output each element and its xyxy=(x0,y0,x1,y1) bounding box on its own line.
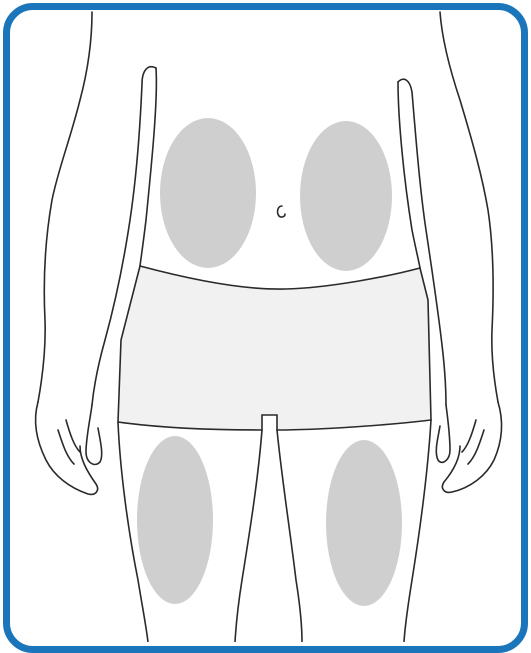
right-leg-outer xyxy=(404,420,431,642)
injection-site-abdomen-right xyxy=(300,121,392,271)
right-hand xyxy=(436,402,501,492)
left-waist-line xyxy=(140,68,156,266)
right-leg-inner xyxy=(277,430,302,642)
left-hand xyxy=(36,402,102,494)
injection-site-thigh-right xyxy=(326,440,402,606)
underwear-shorts xyxy=(118,266,431,430)
injection-site-abdomen-left xyxy=(160,118,256,268)
right-arm-outline xyxy=(440,12,498,402)
right-waist-line xyxy=(398,82,420,268)
left-arm-outline xyxy=(38,12,92,402)
left-leg-inner xyxy=(235,430,262,642)
injection-site-thigh-left xyxy=(137,436,213,604)
navel xyxy=(278,206,285,217)
